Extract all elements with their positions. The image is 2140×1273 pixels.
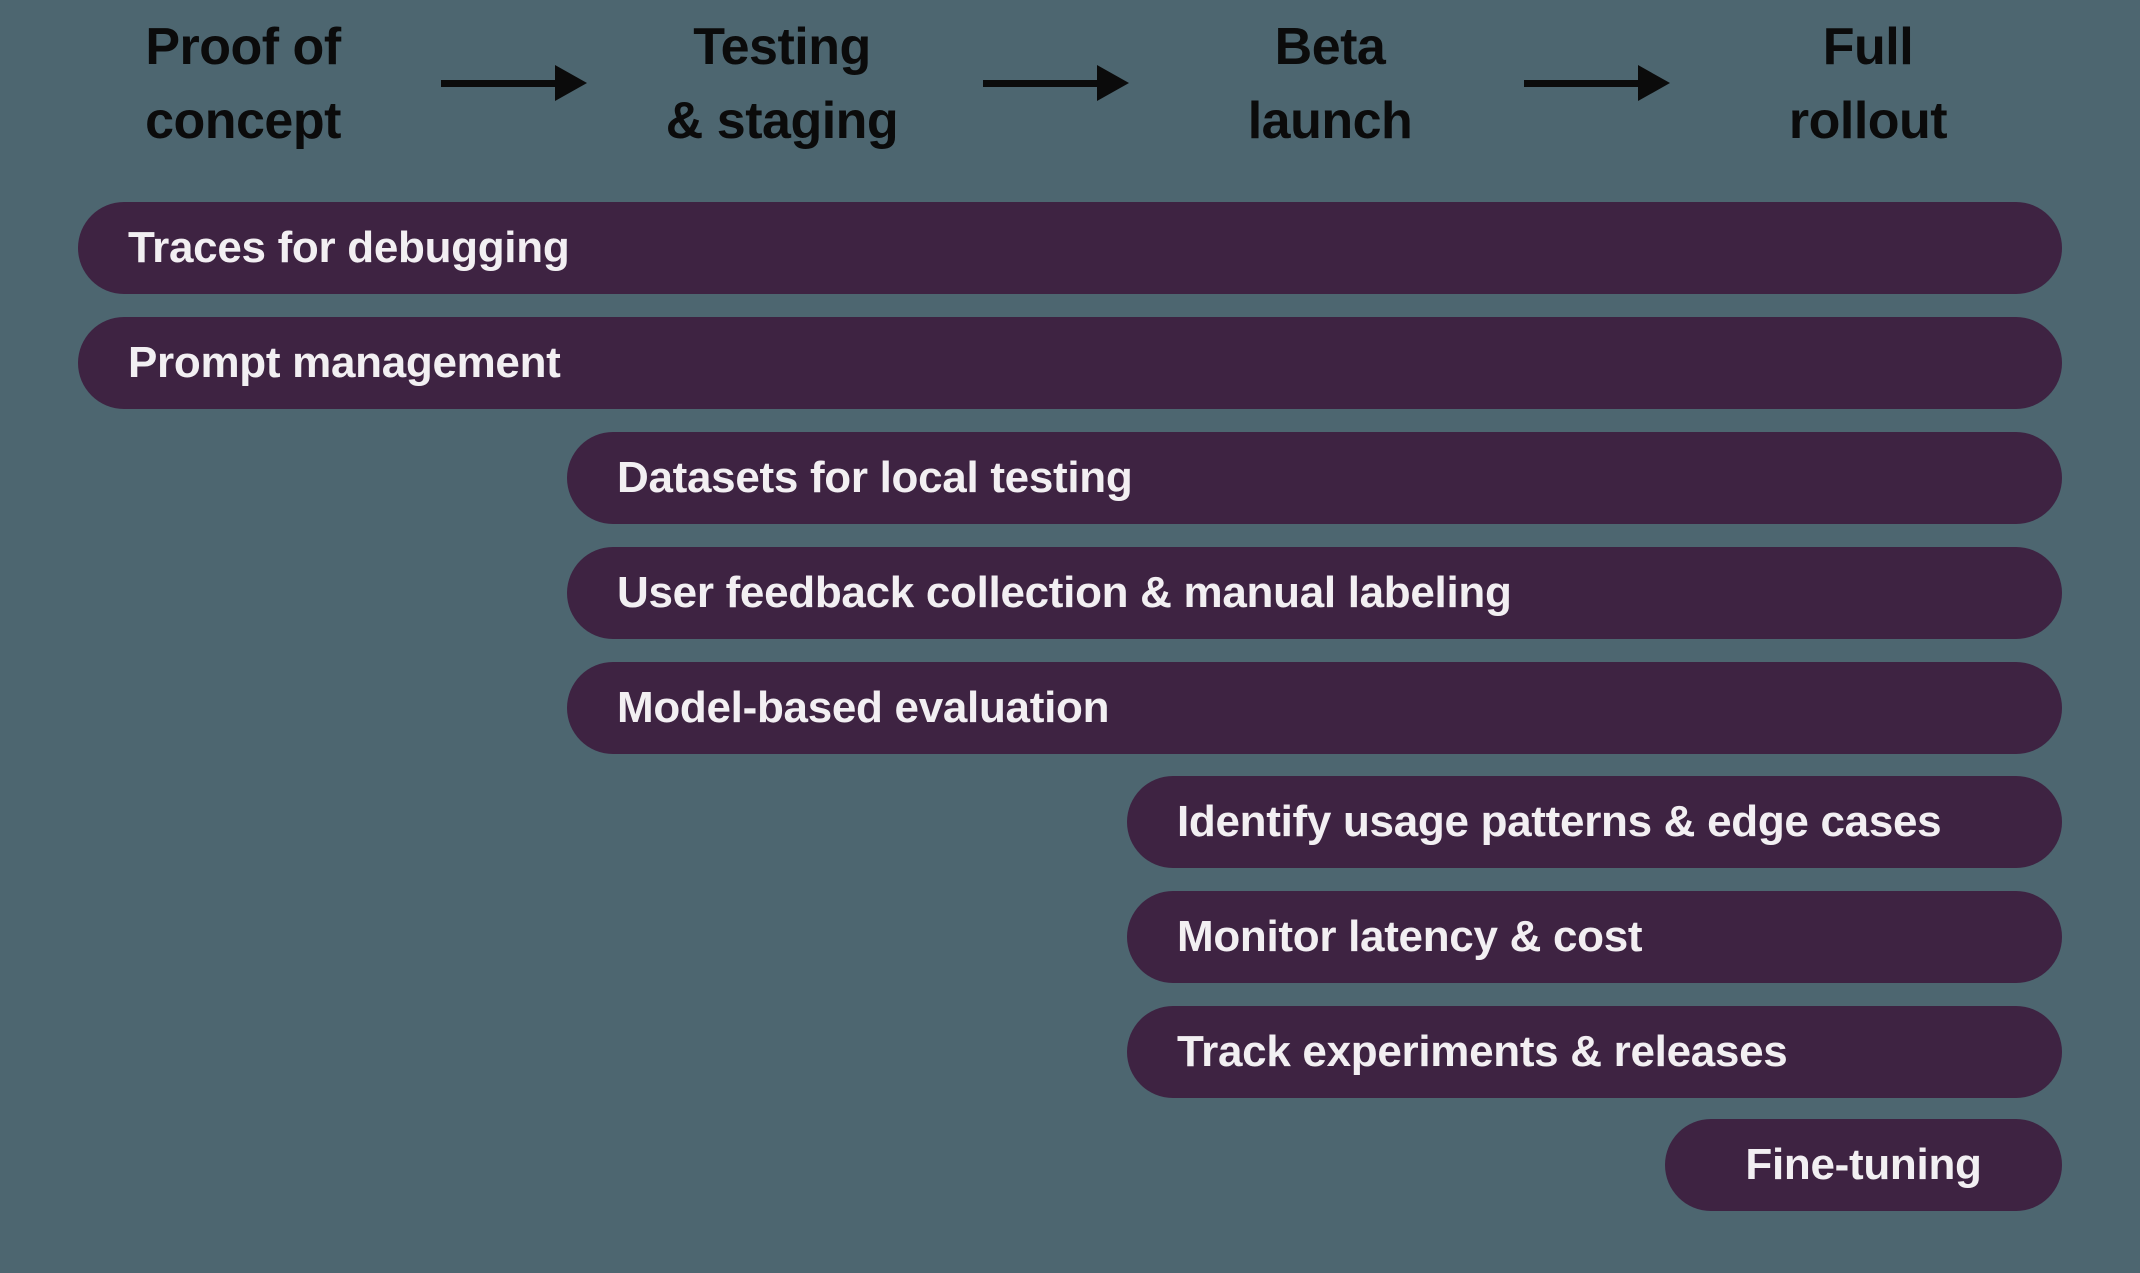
- bar-label: Datasets for local testing: [617, 453, 1133, 502]
- bar-label: Monitor latency & cost: [1177, 912, 1643, 961]
- phase-label-line: Full: [1822, 18, 1914, 76]
- bar-prompt-management: Prompt management: [78, 317, 2062, 409]
- phase-label-line: Proof of: [145, 18, 341, 76]
- arrow-head: [1097, 65, 1129, 101]
- bar-identify-usage-patterns: Identify usage patterns & edge cases: [1127, 776, 2062, 868]
- phase-label-line: concept: [145, 92, 341, 150]
- bar-label: Fine-tuning: [1745, 1140, 1982, 1189]
- phase-label-line: & staging: [665, 92, 899, 150]
- arrow-line: [1524, 79, 1638, 87]
- bar-fine-tuning: Fine-tuning: [1665, 1119, 2062, 1211]
- bar-track-experiments-releases: Track experiments & releases: [1127, 1006, 2062, 1098]
- phase-label-line: rollout: [1788, 92, 1948, 150]
- phase-label-beta-launch: Beta launch: [1110, 10, 1550, 158]
- phase-label-line: launch: [1247, 92, 1413, 150]
- arrow-line: [441, 79, 555, 87]
- bar-label: Track experiments & releases: [1177, 1027, 1788, 1076]
- bar-traces-for-debugging: Traces for debugging: [78, 202, 2062, 294]
- arrow-right-icon: [1524, 65, 1670, 101]
- bar-user-feedback-collection: User feedback collection & manual labeli…: [567, 547, 2062, 639]
- bar-label: Model-based evaluation: [617, 683, 1110, 732]
- bar-model-based-evaluation: Model-based evaluation: [567, 662, 2062, 754]
- arrow-head: [1638, 65, 1670, 101]
- arrow-head: [555, 65, 587, 101]
- bar-label: Prompt management: [128, 338, 561, 387]
- bar-label: User feedback collection & manual labeli…: [617, 568, 1512, 617]
- bar-monitor-latency-cost: Monitor latency & cost: [1127, 891, 2062, 983]
- phase-label-line: Testing: [693, 18, 871, 76]
- arrow-right-icon: [983, 65, 1129, 101]
- arrow-line: [983, 79, 1097, 87]
- phase-label-full-rollout: Full rollout: [1648, 10, 2088, 158]
- phase-label-line: Beta: [1274, 18, 1386, 76]
- phase-label-proof-of-concept: Proof of concept: [23, 10, 463, 158]
- bar-datasets-for-local-testing: Datasets for local testing: [567, 432, 2062, 524]
- bar-label: Traces for debugging: [128, 223, 570, 272]
- phase-label-testing-staging: Testing & staging: [562, 10, 1002, 158]
- bar-label: Identify usage patterns & edge cases: [1177, 797, 1942, 846]
- arrow-right-icon: [441, 65, 587, 101]
